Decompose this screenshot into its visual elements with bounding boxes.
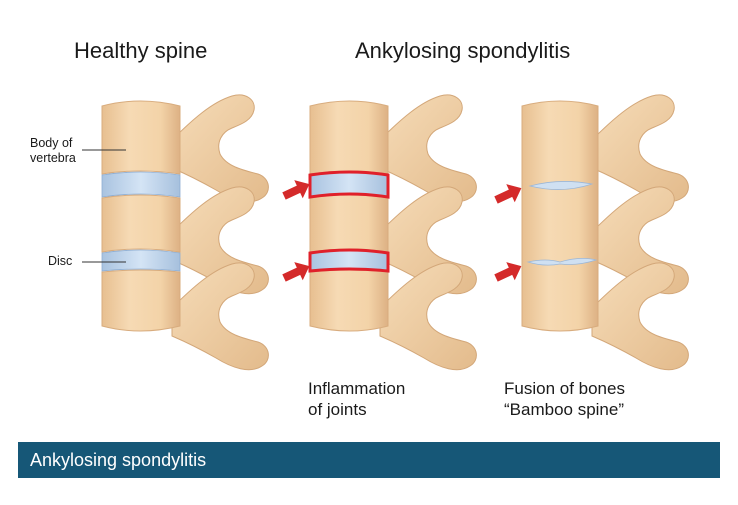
label-disc: Disc	[48, 254, 73, 268]
label-body-line2: vertebra	[30, 151, 76, 165]
arrow-icon	[282, 262, 310, 282]
label-body-of-vertebra: Body of vertebra	[30, 136, 76, 166]
healthy-disc-1	[101, 171, 181, 198]
footer-title-banner: Ankylosing spondylitis	[18, 442, 720, 478]
arrow-icon	[494, 262, 522, 282]
fused-process-bottom	[591, 262, 689, 371]
caption-inflammation: Inflammation of joints	[308, 378, 405, 420]
inflamed-vertebra-3	[309, 269, 389, 332]
healthy-disc-2	[101, 249, 181, 272]
heading-healthy-spine: Healthy spine	[74, 38, 208, 63]
healthy-vertebra-1	[101, 100, 181, 175]
arrow-icon	[282, 180, 310, 200]
inflamed-disc-2	[308, 248, 390, 273]
inflamed-vertebra-1	[309, 100, 389, 175]
caption-fusion-line2: “Bamboo spine”	[504, 400, 625, 419]
fused-vertebral-column	[521, 100, 599, 332]
healthy-spine-illustration	[82, 94, 269, 371]
inflamed-vertebra-2	[309, 194, 389, 253]
fused-spine-illustration	[494, 94, 689, 371]
inflamed-process-bottom	[379, 262, 477, 371]
caption-fusion: Fusion of bones “Bamboo spine”	[504, 378, 625, 420]
inflamed-spine-illustration	[282, 94, 477, 371]
healthy-vertebra-3	[101, 269, 181, 332]
healthy-process-bottom	[171, 262, 269, 371]
caption-inflammation-line1: Inflammation	[308, 379, 406, 398]
caption-inflammation-line2: of joints	[308, 400, 367, 419]
caption-fusion-line1: Fusion of bones	[504, 379, 625, 398]
healthy-process-top	[171, 94, 269, 203]
inflamed-process-top	[379, 94, 477, 203]
healthy-vertebra-2	[101, 194, 181, 253]
inflamed-disc-1	[308, 170, 390, 199]
label-body-line1: Body of	[30, 136, 73, 150]
fused-disc-remnant-1	[529, 181, 594, 190]
fused-disc-remnant-2	[526, 258, 598, 266]
arrow-icon	[494, 184, 522, 204]
fused-process-top	[591, 94, 689, 203]
heading-ankylosing-spondylitis: Ankylosing spondylitis	[355, 38, 571, 63]
